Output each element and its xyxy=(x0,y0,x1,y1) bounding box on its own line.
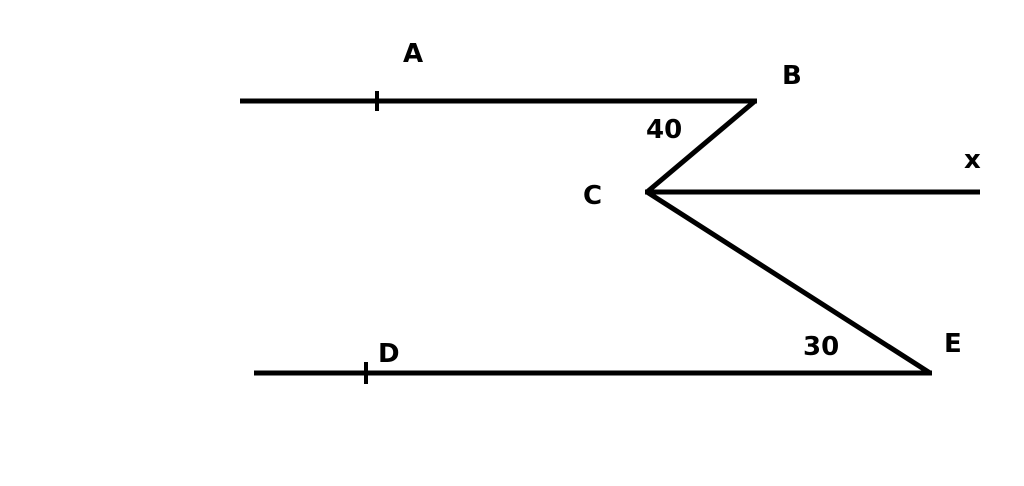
segment-CE xyxy=(645,189,932,376)
point-ticks xyxy=(364,91,379,384)
segment-BC xyxy=(645,99,757,194)
label-C: C xyxy=(583,181,602,211)
label-E: E xyxy=(944,329,962,359)
segments xyxy=(240,98,980,376)
angle-label-B: 40 xyxy=(646,115,682,145)
labels: A B C D E x 40 30 xyxy=(378,39,981,369)
label-x: x xyxy=(964,145,981,175)
angle-label-E: 30 xyxy=(803,332,839,362)
label-A: A xyxy=(403,39,423,69)
label-D: D xyxy=(378,339,400,369)
label-B: B xyxy=(782,61,802,91)
